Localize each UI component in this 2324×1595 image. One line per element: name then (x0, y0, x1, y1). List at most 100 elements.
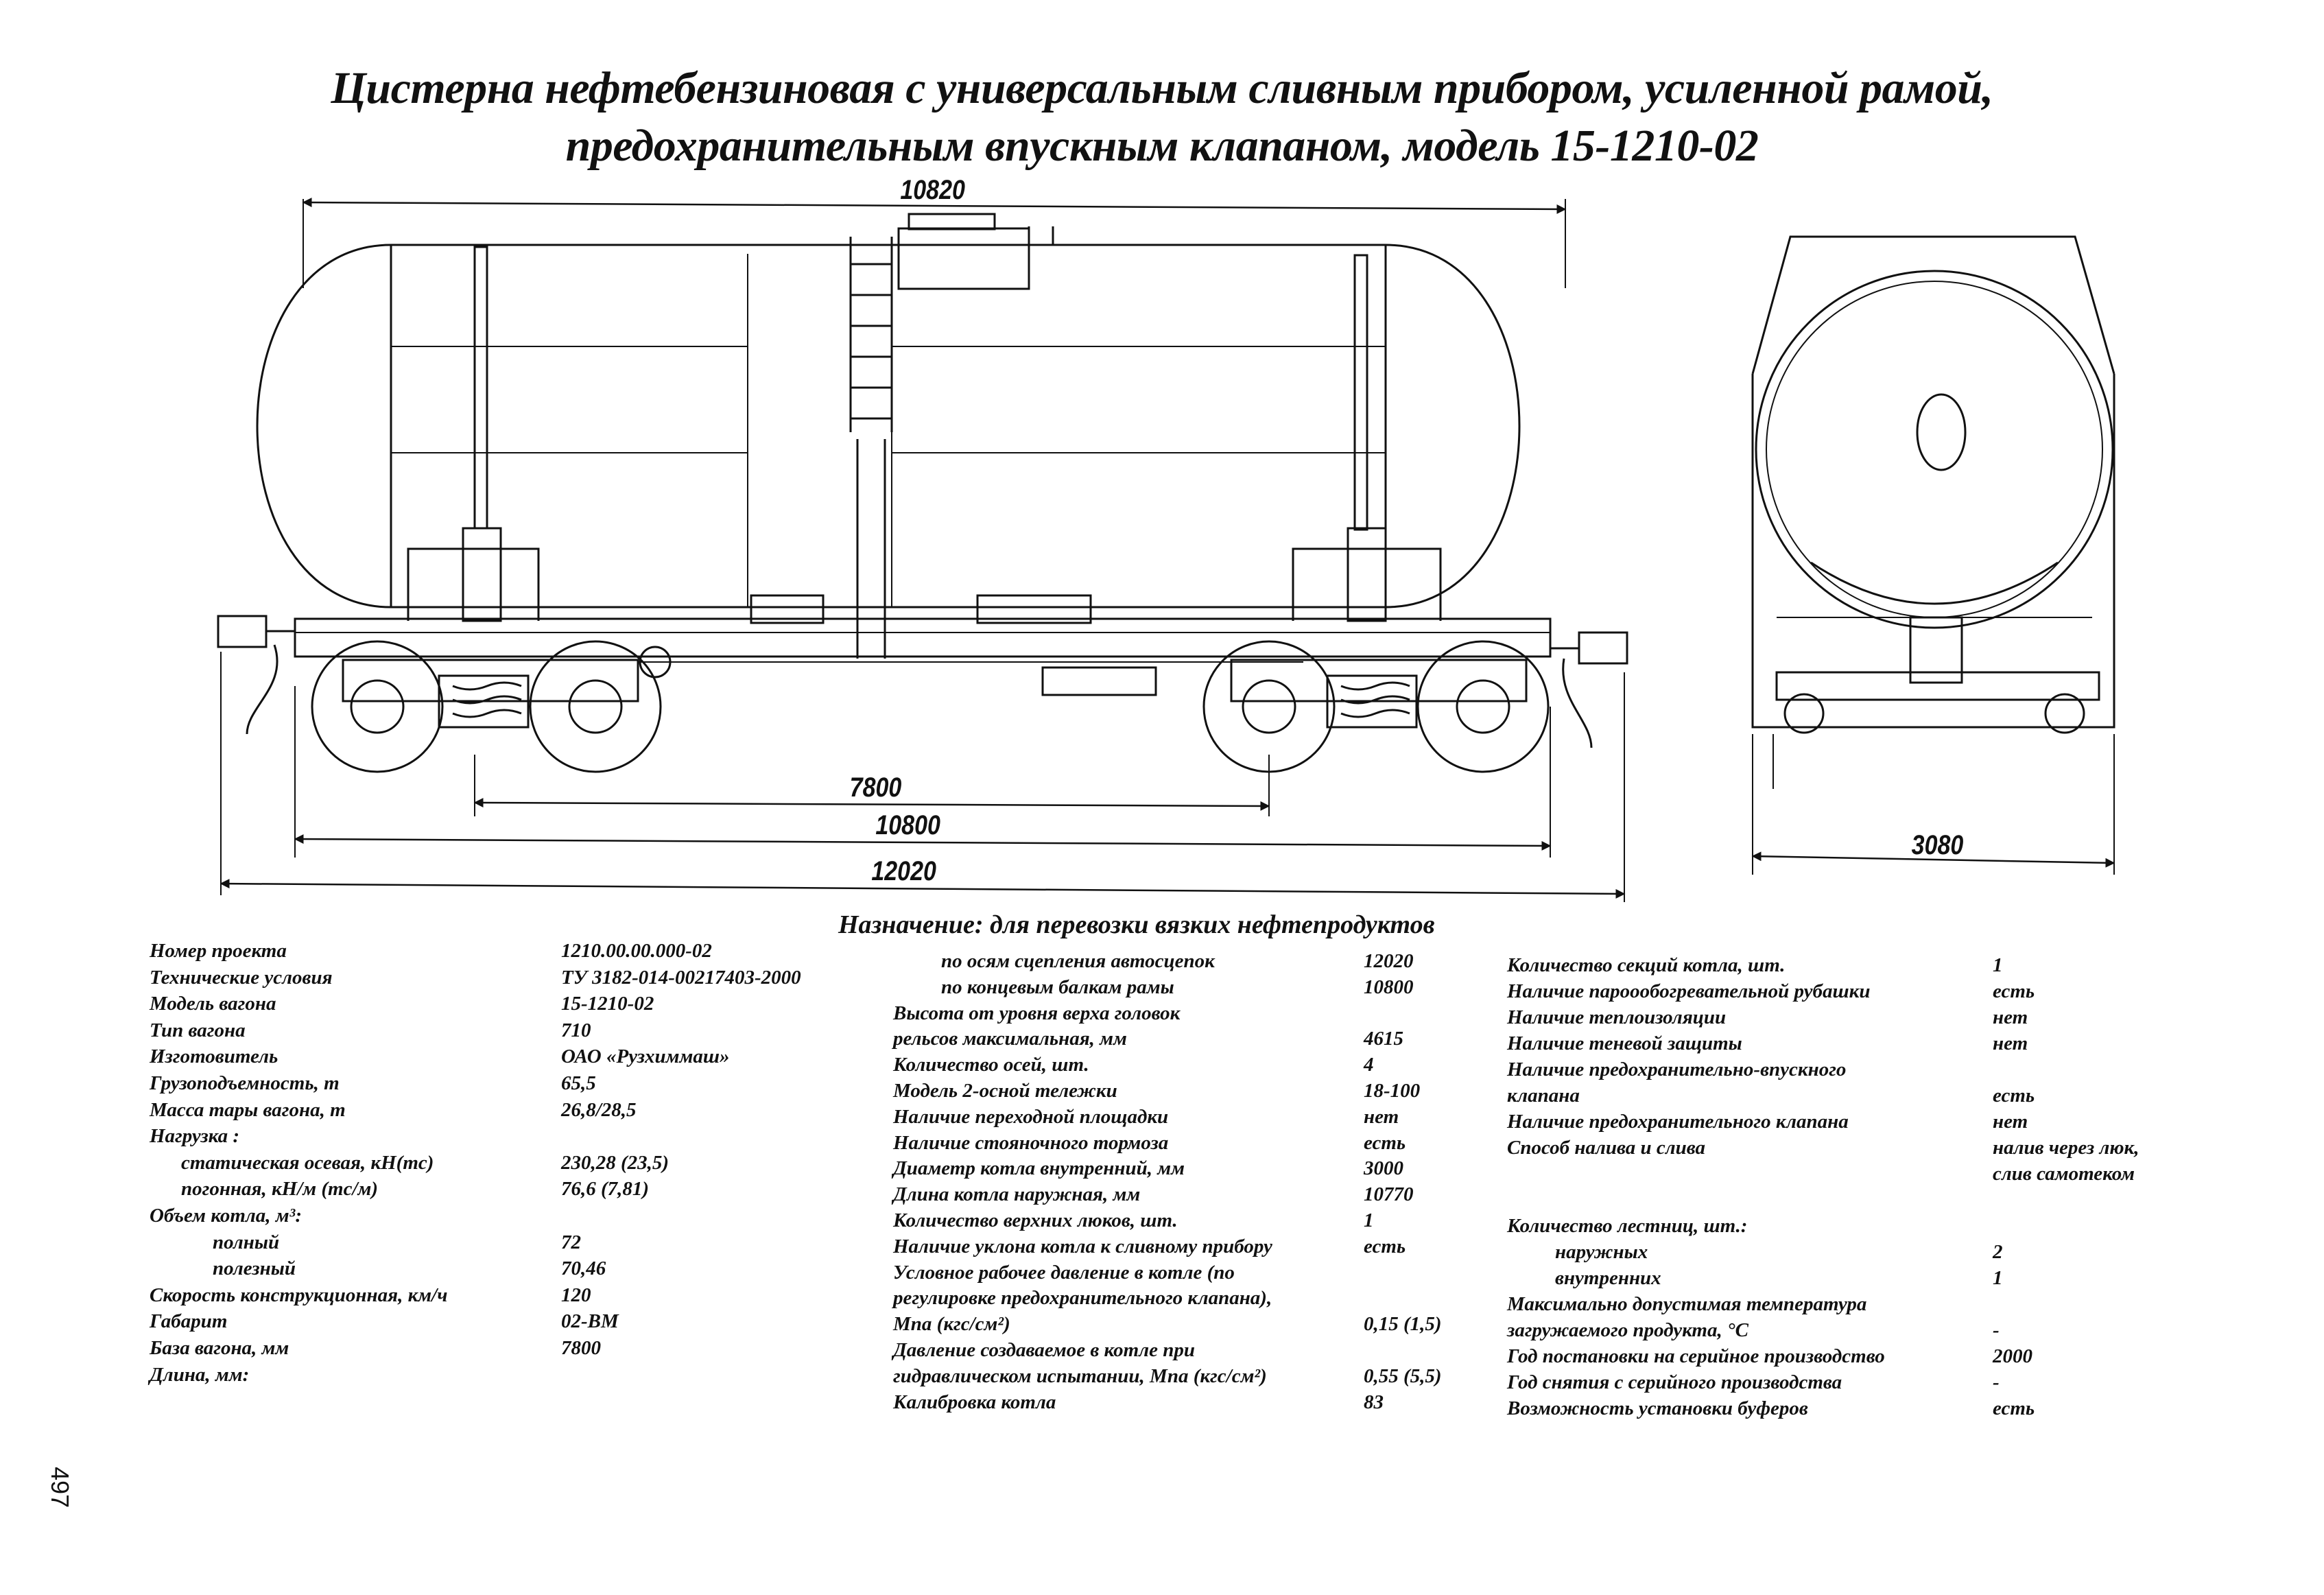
spec-label: Максимально допустимая температура (1507, 1293, 1867, 1315)
spec-label: Длина котла наружная, мм (893, 1183, 1141, 1206)
spec-label: Условное рабочее давление в котле (по (893, 1261, 1235, 1284)
spec-value: 15-1210-02 (561, 993, 654, 1015)
spec-label: Способ налива и слива (1507, 1137, 1705, 1159)
spec-label: внутренних (1555, 1267, 1661, 1289)
spec-value: есть (1993, 1397, 2035, 1419)
dim-label-boiler-length: 10820 (900, 175, 965, 205)
spec-value: 72 (561, 1231, 581, 1253)
spec-value: 70,46 (561, 1257, 606, 1280)
spec-value: слив самотеком (1993, 1163, 2135, 1185)
dim-line-boiler-length (302, 198, 1567, 214)
spec-value: 02-ВМ (561, 1310, 619, 1333)
spec-label: Количество осей, шт. (893, 1054, 1089, 1076)
spec-label: Технические условия (150, 966, 333, 989)
spec-label: Количество лестниц, шт.: (1507, 1215, 1748, 1237)
top-hatch (897, 227, 1030, 290)
spec-value: 4 (1364, 1054, 1374, 1076)
spec-label: загружаемого продукта, °С (1507, 1319, 1748, 1341)
spec-value: есть (1364, 1131, 1406, 1154)
spec-label: Наличие уклона котла к сливному прибору (893, 1235, 1272, 1257)
spec-value: 1 (1993, 954, 2003, 976)
dim-line-width (1751, 851, 2115, 868)
spec-value: 1 (1364, 1209, 1374, 1231)
spec-label: Габарит (150, 1310, 228, 1333)
spec-value: 120 (561, 1284, 591, 1306)
spec-value: 18-100 (1364, 1080, 1421, 1102)
spec-label: Наличие теневой защиты (1507, 1032, 1742, 1054)
spec-value: ТУ 3182-014-00217403-2000 (561, 966, 801, 989)
spec-label: Количество верхних люков, шт. (893, 1209, 1178, 1231)
spec-label: Скорость конструкционная, км/ч (150, 1284, 448, 1306)
spec-label: по осям сцепления автосцепок (941, 950, 1215, 972)
spec-label: Наличие стояночного тормоза (893, 1131, 1169, 1154)
spec-label: гидравлическом испытании, Мпа (кгс/см²) (893, 1364, 1267, 1387)
spec-value: есть (1364, 1235, 1406, 1257)
spec-label: Мпа (кгс/см²) (893, 1313, 1010, 1336)
spec-value: 10770 (1364, 1183, 1414, 1206)
spec-label: полезный (213, 1257, 296, 1280)
spec-label: Наличие предохранительного клапана (1507, 1111, 1849, 1133)
spec-value: 3000 (1364, 1157, 1403, 1180)
spec-value: 0,55 (5,5) (1364, 1364, 1442, 1387)
spec-label: Номер проекта (150, 940, 287, 962)
page-title-line-2: предохранительным впускным клапаном, мод… (565, 121, 1759, 171)
coupler-right (1578, 631, 1628, 665)
dim-line-wheelbase (473, 798, 1270, 811)
page-title-line-1: Цистерна нефтебензиновая с универсальным… (331, 63, 1993, 113)
spec-label: Возможность установки буферов (1507, 1397, 1808, 1419)
spec-label: Год постановки на серийное производство (1507, 1345, 1885, 1367)
spec-value: 12020 (1364, 950, 1414, 972)
dim-line-coupling-length (220, 879, 1626, 899)
spec-label: Диаметр котла внутренний, мм (893, 1157, 1185, 1180)
spec-value: нет (1993, 1111, 2028, 1133)
spec-label: Объем котла, м³: (150, 1205, 302, 1227)
spec-label: Модель 2-осной тележки (893, 1080, 1117, 1102)
spec-value: нет (1364, 1105, 1399, 1128)
spec-label: клапана (1507, 1085, 1580, 1107)
spec-label: полный (213, 1231, 280, 1253)
spec-label: Длина, мм: (150, 1363, 250, 1386)
spec-label: Грузоподъемность, т (150, 1072, 340, 1094)
spec-label: Изготовитель (150, 1045, 278, 1068)
spec-label: База вагона, мм (150, 1337, 289, 1359)
spec-value: 230,28 (23,5) (561, 1151, 669, 1174)
side-view (217, 198, 1628, 902)
spec-label: статическая осевая, кН(тс) (181, 1151, 434, 1174)
spec-value: - (1993, 1371, 2000, 1393)
spec-value: ОАО «Рузхиммаш» (561, 1045, 730, 1068)
spec-value: 7800 (561, 1337, 601, 1359)
purpose-heading: Назначение: для перевозки вязких нефтепр… (838, 910, 1435, 939)
spec-value: 26,8/28,5 (561, 1098, 637, 1121)
spec-value: - (1993, 1319, 2000, 1341)
spec-value: 710 (561, 1019, 591, 1041)
spec-value: налив через люк, (1993, 1137, 2139, 1159)
spec-label: Наличие теплоизоляции (1507, 1006, 1727, 1028)
end-view (1751, 235, 2115, 875)
spec-value: нет (1993, 1032, 2028, 1054)
spec-label: Наличие переходной площадки (893, 1105, 1169, 1128)
ladder (849, 237, 893, 659)
dim-label-frame-length: 10800 (875, 810, 940, 840)
spec-label: Нагрузка : (150, 1125, 240, 1148)
spec-value: есть (1993, 980, 2035, 1002)
spec-label: наружных (1555, 1241, 1648, 1263)
spec-value: 76,6 (7,81) (561, 1178, 650, 1201)
spec-value: 2 (1993, 1241, 2003, 1263)
spec-label: Наличие предохранительно-впускного (1507, 1059, 1847, 1080)
tank-support (462, 527, 502, 622)
spec-label: по концевым балкам рамы (941, 976, 1174, 998)
spec-label: Модель вагона (150, 993, 276, 1015)
spec-label: Наличие пароообогревательной рубашки (1507, 980, 1871, 1002)
spec-label: Высота от уровня верха головок (893, 1002, 1181, 1024)
spec-label: Давление создаваемое в котле при (893, 1339, 1195, 1361)
spec-value: 1 (1993, 1267, 2003, 1289)
spec-label: погонная, кН/м (тс/м) (181, 1178, 379, 1201)
spec-label: Калибровка котла (893, 1391, 1056, 1413)
spec-label: Масса тары вагона, т (150, 1098, 346, 1121)
bogie-front (311, 640, 662, 773)
spec-label: регулировке предохранительного клапана), (893, 1287, 1272, 1310)
dim-label-wheelbase: 7800 (849, 772, 902, 803)
spec-value: 4615 (1364, 1028, 1403, 1050)
spec-label: рельсов максимальная, мм (893, 1028, 1127, 1050)
